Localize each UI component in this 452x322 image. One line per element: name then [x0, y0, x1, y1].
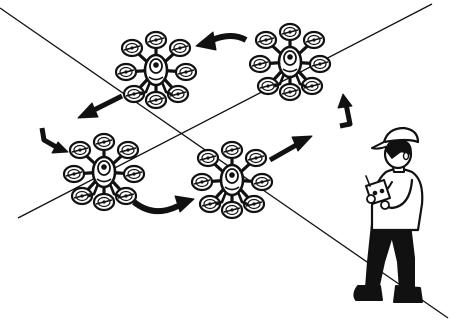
pilot-figure [353, 126, 424, 303]
arrow-right-bracket-icon [337, 93, 353, 129]
shoe-left [353, 285, 383, 301]
arrow-left-down-icon [77, 93, 124, 119]
drone-icon [250, 24, 330, 100]
arrow-curve-top-icon [195, 31, 248, 51]
drone-top-left [116, 32, 196, 108]
pilot-cap [382, 126, 420, 144]
guide-line-ascending [17, 3, 433, 219]
shoe-right [393, 285, 423, 303]
drone-top-right [250, 24, 330, 100]
drone-bottom-center [192, 142, 272, 218]
arrow-right-up-icon [268, 135, 313, 163]
flight-path-arrows [39, 31, 353, 215]
drone-bottom-left [64, 134, 144, 210]
arrow-left-bracket-icon [39, 127, 69, 154]
drone-icon [192, 142, 272, 218]
drone-icon [116, 32, 196, 108]
drone-icon [64, 134, 144, 210]
arrow-curve-bottom-icon [132, 195, 195, 215]
